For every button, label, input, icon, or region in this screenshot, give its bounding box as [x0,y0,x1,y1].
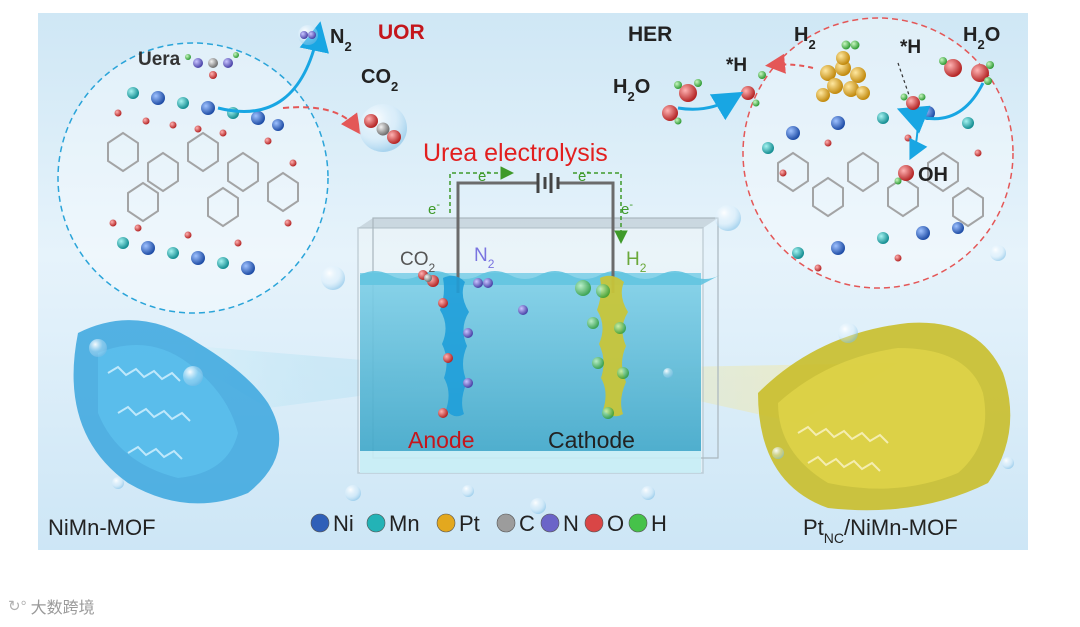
legend-label-n: N [563,511,579,536]
right-inset-metal-nodes [762,106,974,259]
h-adsorbed-atom [741,71,766,107]
ptnc-nimn-mof-material [758,322,1011,511]
legend-label-o: O [607,511,624,536]
watermark-text: 大数跨境 [30,600,95,617]
cathode-electrode [597,198,628,417]
legend-label-pt: Pt [459,511,480,536]
legend-swatch-n [540,513,560,533]
legend-swatch-mn [366,513,386,533]
h2-cell-label: H2 [626,249,647,275]
watermark-logo-icon: ↻° [8,598,27,615]
n2-product-label: N2 [330,26,352,54]
figure-canvas: Uera N2 UOR CO2 HER H2 H2O H2O *H *H OH … [48,17,1014,546]
anode-label: Anode [408,427,475,453]
adsorbed-h-label-right: *H [900,37,921,58]
pt-nanocluster [816,51,870,102]
h2-product-label: H2 [794,24,816,52]
legend-swatch-pt [436,513,456,533]
external-circuit [449,166,628,244]
anode-electrode [440,198,469,417]
anode-mof-structure-inset [57,21,361,314]
legend-label-ni: Ni [333,511,354,536]
decorative-bubbles [89,205,1014,514]
cathode-mof-structure-inset [741,17,1014,289]
legend-swatch-c [496,513,516,533]
co2-release-arrow [282,106,361,135]
electrolysis-cell [357,217,720,474]
atom-legend: Ni Mn Pt C N O H [310,511,667,536]
legend-swatch-ni [310,513,330,533]
legend-swatch-h [628,513,648,533]
legend-label-c: C [519,511,535,536]
left-inset-metal-nodes [117,87,284,275]
urea-electrolysis-title: Urea electrolysis [423,139,608,167]
h2o-label-right: H2O [963,24,1000,52]
co2-cell-label: CO2 [400,249,436,275]
co2-product-label: CO2 [361,66,398,94]
n2-molecule-icon [298,25,318,45]
anode-gas-bubbles [418,270,528,418]
urea-label: Uera [138,49,181,70]
h2o-label-left: H2O [613,76,650,104]
left-inset-oxygen-atoms [109,109,297,247]
adsorbed-h-label-left: *H [726,55,747,76]
n2-cell-label: N2 [474,245,495,271]
cathode-gas-bubbles [575,280,629,419]
electron-label-3: e- [578,166,590,185]
electron-label-4: e- [621,199,633,218]
legend-swatch-o [584,513,604,533]
h2o-molecule-left [662,79,702,125]
nimn-mof-label: NiMn-MOF [48,515,156,540]
h2o-molecule-right [939,57,994,85]
watermark: ↻° 大数跨境 [8,594,95,618]
cathode-label: Cathode [548,427,635,453]
legend-label-h: H [651,511,667,536]
electron-label-1: e- [478,166,490,185]
nimn-mof-material [73,320,280,504]
electrolyte [360,273,701,451]
oh-species [894,165,914,185]
h2o-adsorbed-molecule [900,93,926,110]
co2-molecule-icon [359,104,407,152]
right-inset-oxygen-atoms [779,134,982,272]
electron-label-2: e- [428,199,440,218]
oh-label: OH [918,164,948,186]
uor-label: UOR [378,21,425,44]
h2-molecule-icon [841,40,860,50]
ptnc-nimn-mof-label: PtNC/NiMn-MOF [803,515,958,546]
n2-release-arrow [217,21,329,113]
her-label: HER [628,23,672,46]
urea-molecule [185,52,239,79]
urea-electrolysis-figure: Uera N2 UOR CO2 HER H2 H2O H2O *H *H OH … [38,13,1028,550]
legend-label-mn: Mn [389,511,420,536]
